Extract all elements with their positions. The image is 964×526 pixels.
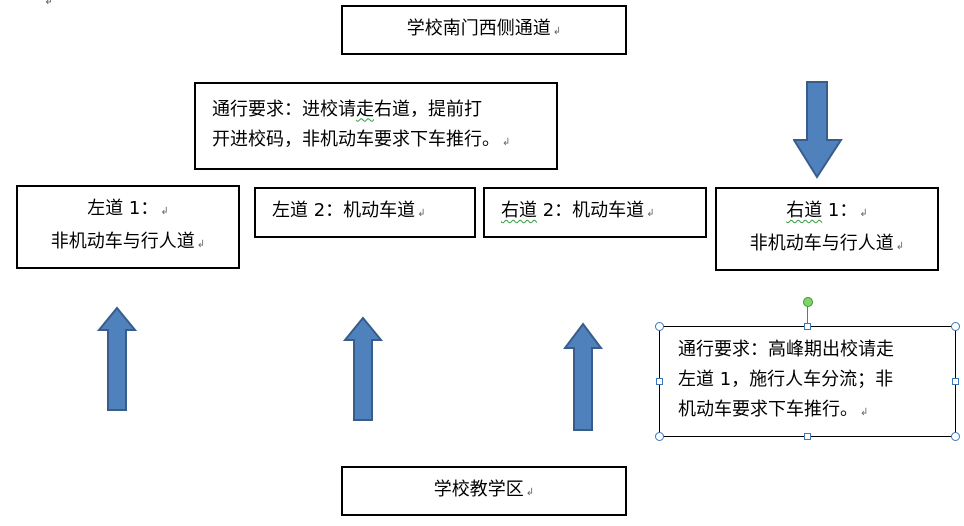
rotate-handle-stem — [807, 306, 808, 326]
lane-left-2-label: 左道 2：机动车道↲ — [272, 200, 426, 221]
arrow-up-icon — [563, 322, 603, 431]
lane-right-1-desc: 非机动车与行人道↲ — [749, 233, 905, 254]
paragraph-return-icon: ↲ — [196, 239, 206, 250]
campus-label: 学校教学区 — [433, 478, 524, 500]
paragraph-return-icon: ↲ — [859, 208, 868, 219]
lane-right-2-label: 右道 2：机动车道↲ — [501, 200, 655, 221]
gate-box: 学校南门西侧通道↲ — [341, 5, 627, 55]
paragraph-return-icon: ↲ — [860, 407, 869, 418]
resize-handle-top[interactable] — [804, 323, 811, 330]
campus-box: 学校教学区↲ — [341, 466, 627, 516]
paragraph-return-icon: ↲ — [525, 486, 535, 498]
resize-handle-bottom-left[interactable] — [655, 432, 664, 441]
resize-handle-top-left[interactable] — [655, 322, 664, 331]
resize-handle-right[interactable] — [952, 378, 959, 385]
exit-notice-box[interactable]: 通行要求：高峰期出校请走 左道 1，施行人车分流；非 机动车要求下车推行。↲ — [659, 326, 956, 437]
paragraph-return-icon: ↲ — [646, 208, 655, 219]
paragraph-return-icon: ↲ — [160, 206, 169, 217]
gate-label: 学校南门西侧通道 — [406, 17, 551, 39]
arrow-up-icon — [343, 316, 383, 421]
arrow-down-icon — [793, 81, 843, 179]
lane-left-1-title: 左道 1：↲ — [87, 198, 169, 219]
lane-right-1-box: 右道 1：↲ 非机动车与行人道↲ — [715, 187, 939, 271]
resize-handle-left[interactable] — [656, 378, 663, 385]
entry-notice-line-2: 开进校码，非机动车要求下车推行。↲ — [212, 128, 511, 150]
lane-right-2-box: 右道 2：机动车道↲ — [483, 187, 707, 238]
paragraph-return-icon: ↲ — [44, 0, 54, 7]
rotate-handle[interactable] — [803, 297, 813, 307]
lane-right-1-title: 右道 1：↲ — [786, 200, 868, 221]
entry-notice-box: 通行要求：进校请走右道，提前打 开进校码，非机动车要求下车推行。↲ — [194, 82, 558, 170]
resize-handle-bottom[interactable] — [804, 433, 811, 440]
lane-left-1-desc: 非机动车与行人道↲ — [50, 231, 206, 252]
entry-notice-line-1: 通行要求：进校请走右道，提前打 — [212, 98, 482, 120]
paragraph-return-icon: ↲ — [502, 136, 511, 148]
resize-handle-bottom-right[interactable] — [951, 432, 960, 441]
exit-notice-line-2: 左道 1，施行人车分流；非 — [678, 369, 894, 390]
lane-left-1-box: 左道 1：↲ 非机动车与行人道↲ — [16, 185, 240, 269]
resize-handle-top-right[interactable] — [951, 322, 960, 331]
arrow-up-icon — [97, 306, 137, 411]
paragraph-return-icon: ↲ — [895, 241, 905, 252]
lane-left-2-box: 左道 2：机动车道↲ — [254, 187, 476, 238]
paragraph-return-icon: ↲ — [417, 208, 426, 219]
paragraph-return-icon: ↲ — [552, 25, 562, 37]
exit-notice-line-3: 机动车要求下车推行。↲ — [678, 399, 869, 420]
exit-notice-line-1: 通行要求：高峰期出校请走 — [678, 339, 894, 360]
